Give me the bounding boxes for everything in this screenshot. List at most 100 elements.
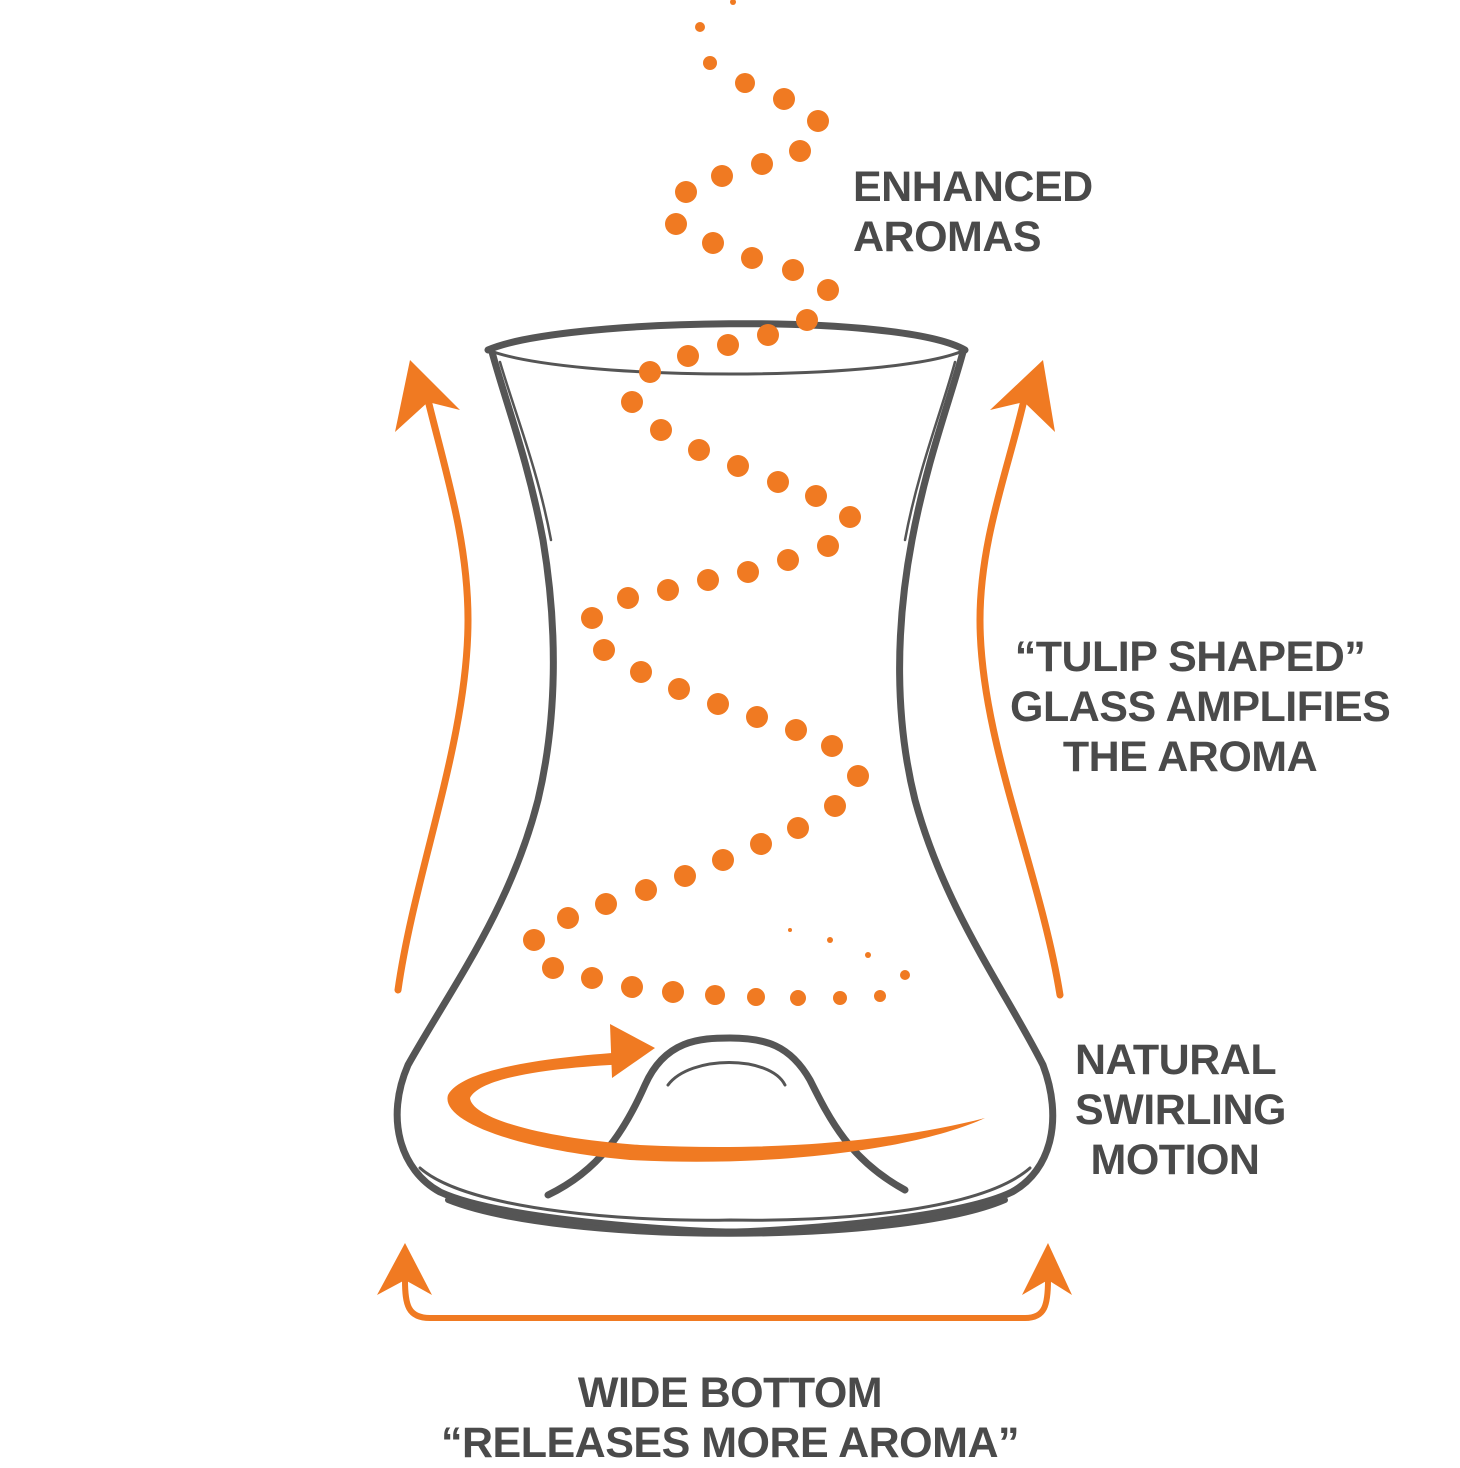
aroma-dot bbox=[702, 232, 724, 254]
width-bracket-icon bbox=[377, 1243, 1072, 1321]
glass-base-inner bbox=[418, 1166, 1032, 1222]
aroma-dot bbox=[790, 990, 806, 1006]
aroma-dot bbox=[785, 719, 807, 741]
tulip-shaped-line-2: GLASS AMPLIFIES bbox=[1010, 683, 1391, 731]
aroma-dot bbox=[807, 110, 829, 132]
natural-swirling-line-3: MOTION bbox=[1090, 1136, 1260, 1184]
aroma-dot bbox=[735, 73, 755, 93]
aroma-dot bbox=[817, 535, 839, 557]
bracket-left-arrow-head bbox=[377, 1243, 432, 1295]
aroma-dot bbox=[839, 506, 861, 528]
aroma-dot bbox=[703, 56, 717, 70]
aroma-dot bbox=[675, 181, 697, 203]
aroma-dot bbox=[821, 735, 843, 757]
aroma-dot bbox=[874, 990, 886, 1002]
aroma-dot bbox=[847, 765, 869, 787]
glass-punt-inner bbox=[666, 1061, 787, 1087]
aroma-dot bbox=[593, 639, 615, 661]
aroma-dot bbox=[621, 391, 643, 413]
tulip-glass-icon bbox=[393, 320, 1057, 1237]
glass-inner-left-wall bbox=[498, 360, 553, 542]
wide-bottom-line-1: WIDE BOTTOM bbox=[577, 1369, 883, 1417]
left-up-arrow-shaft bbox=[394, 396, 472, 994]
aroma-dot bbox=[777, 549, 799, 571]
aroma-dot bbox=[900, 970, 910, 980]
glass-rim-back bbox=[484, 320, 969, 354]
aroma-dot bbox=[639, 361, 661, 383]
aroma-dot bbox=[705, 985, 725, 1005]
swirl-arrow-band bbox=[447, 1052, 985, 1162]
right-up-arrow-head bbox=[990, 360, 1055, 432]
aroma-dot bbox=[787, 817, 809, 839]
enhanced-aromas-label: ENHANCED AROMAS bbox=[853, 162, 1093, 262]
enhanced-aromas-line-2: AROMAS bbox=[853, 213, 1042, 261]
natural-swirling-line-1: NATURAL bbox=[1075, 1036, 1277, 1084]
glass-base-bottom bbox=[445, 1197, 1008, 1237]
aroma-dot bbox=[697, 569, 719, 591]
aroma-dot bbox=[833, 991, 847, 1005]
aroma-dot bbox=[824, 795, 846, 817]
left-up-arrow-head bbox=[395, 360, 460, 432]
aroma-dot bbox=[712, 849, 734, 871]
glass-punt-outer bbox=[544, 1034, 909, 1199]
wide-bottom-line-2: “RELEASES MORE AROMA” bbox=[441, 1419, 1020, 1467]
aroma-dot bbox=[630, 661, 652, 683]
aroma-dot bbox=[557, 907, 579, 929]
aroma-dot bbox=[621, 976, 643, 998]
aroma-dot bbox=[757, 324, 779, 346]
glass-right-wall bbox=[726, 348, 1057, 1236]
aroma-dot bbox=[773, 88, 795, 110]
tulip-shaped-line-1: “TULIP SHAPED” bbox=[1014, 633, 1366, 681]
enhanced-aromas-line-1: ENHANCED bbox=[853, 163, 1093, 211]
aroma-dot bbox=[595, 893, 617, 915]
glass-rim-front bbox=[486, 348, 967, 376]
aroma-dot bbox=[805, 485, 827, 507]
swirl-arrow-icon bbox=[447, 1024, 985, 1162]
aroma-dot bbox=[750, 833, 772, 855]
aroma-dot bbox=[767, 471, 789, 493]
aroma-dot bbox=[581, 967, 603, 989]
bracket-right-arrow-head bbox=[1022, 1243, 1072, 1295]
aroma-dot bbox=[707, 693, 729, 715]
dotted-spiral-icon bbox=[523, 0, 910, 1006]
swirl-arrow-head bbox=[610, 1024, 655, 1078]
aroma-dot bbox=[782, 259, 804, 281]
aroma-dot bbox=[737, 561, 759, 583]
natural-swirling-line-2: SWIRLING bbox=[1075, 1086, 1286, 1134]
aroma-dot bbox=[746, 706, 768, 728]
aroma-dot bbox=[635, 879, 657, 901]
tulip-shaped-label: “TULIP SHAPED” GLASS AMPLIFIES THE AROMA bbox=[1010, 632, 1391, 782]
aroma-dot bbox=[674, 865, 696, 887]
aroma-dot bbox=[695, 22, 705, 32]
glass-inner-right-wall bbox=[903, 360, 957, 542]
aroma-dot bbox=[730, 0, 736, 5]
aroma-dot bbox=[789, 140, 811, 162]
aroma-dot bbox=[668, 678, 690, 700]
aroma-dot bbox=[617, 587, 639, 609]
aroma-dot bbox=[665, 213, 687, 235]
aroma-dot bbox=[523, 929, 545, 951]
aroma-dot bbox=[657, 579, 679, 601]
aroma-dot bbox=[817, 279, 839, 301]
aroma-dot bbox=[542, 957, 564, 979]
aroma-dot bbox=[865, 952, 871, 958]
aroma-dot bbox=[751, 153, 773, 175]
aroma-dot bbox=[677, 345, 699, 367]
aroma-dot bbox=[581, 607, 603, 629]
aroma-dot bbox=[688, 439, 710, 461]
glass-left-wall bbox=[393, 348, 734, 1236]
wide-bottom-label: WIDE BOTTOM “RELEASES MORE AROMA” bbox=[430, 1368, 1030, 1468]
aroma-dot bbox=[711, 165, 733, 187]
tulip-shaped-line-3: THE AROMA bbox=[1062, 733, 1318, 781]
aroma-dot bbox=[662, 981, 684, 1003]
arrow-up-icon bbox=[394, 360, 1064, 999]
aroma-dot bbox=[747, 988, 765, 1006]
aroma-dot bbox=[788, 928, 792, 932]
aroma-dot bbox=[827, 937, 833, 943]
aroma-dot bbox=[650, 419, 672, 441]
aroma-dot bbox=[727, 455, 749, 477]
aroma-dot bbox=[741, 247, 763, 269]
natural-swirling-label: NATURAL SWIRLING MOTION bbox=[1075, 1035, 1286, 1185]
right-up-arrow-shaft bbox=[976, 396, 1064, 999]
